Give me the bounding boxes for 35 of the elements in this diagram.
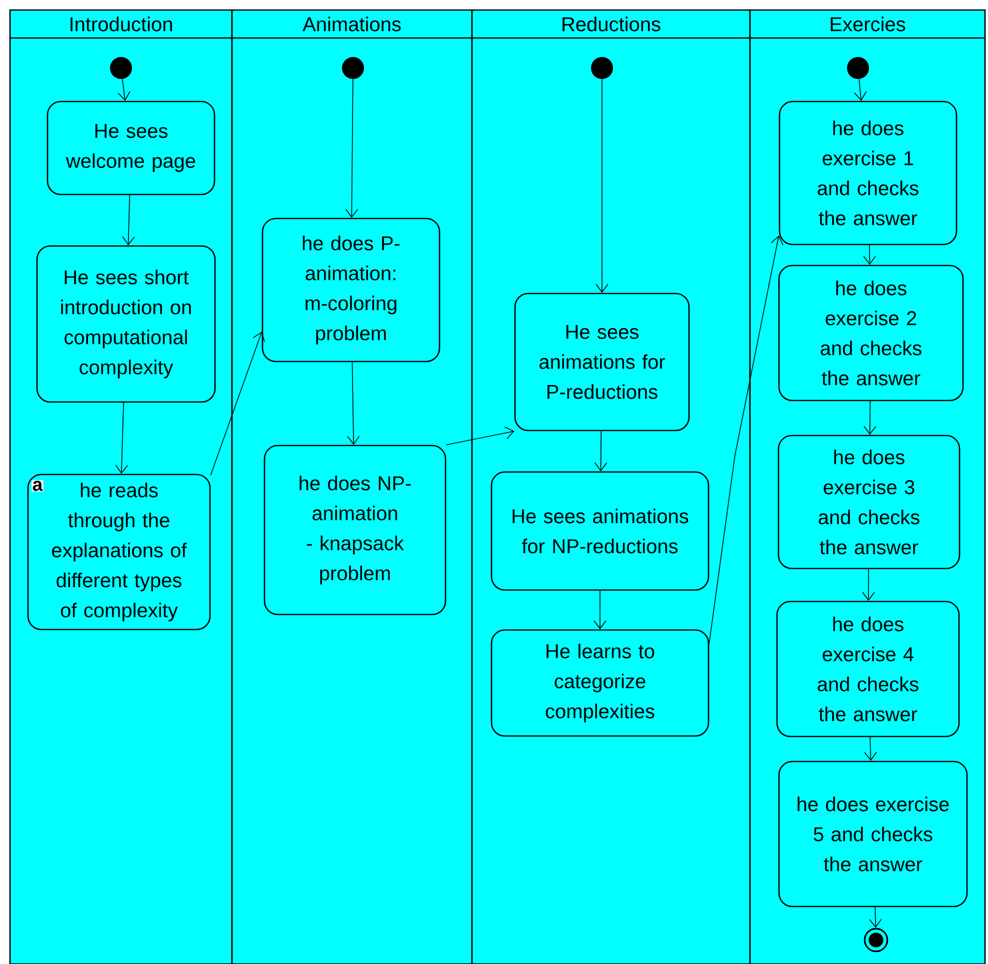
activity-box: He sees animations for NP-reductions — [490, 471, 710, 591]
activity-box: He learns to categorize complexities — [490, 629, 710, 737]
arrow — [862, 568, 875, 601]
activity-box: he does exercise 3 and checks the answer — [778, 434, 960, 570]
activity-box: he does P-animation: m-coloring problem — [262, 218, 440, 362]
activity-box: he does exercise 5 and checks the answer — [778, 760, 968, 908]
arrow — [446, 426, 514, 446]
activity-box: He sees animations for P-reductions — [514, 292, 690, 432]
start-node — [110, 57, 132, 79]
activity-box: He sees short introduction on computational complexity — [36, 245, 216, 403]
start-node — [847, 57, 870, 79]
arrow — [863, 244, 876, 265]
arrow — [210, 332, 265, 476]
start-node — [591, 57, 613, 79]
arrow — [118, 78, 130, 101]
activity-box: He sees welcome page — [46, 100, 216, 196]
end-node — [864, 928, 888, 952]
arrow — [854, 78, 867, 101]
arrow — [594, 430, 608, 472]
arrow — [594, 590, 606, 630]
start-node — [342, 57, 364, 79]
arrow — [708, 235, 784, 644]
arrow — [864, 400, 876, 435]
arrow — [347, 362, 360, 445]
activity-box: he does NP-animation - knapsack problem — [264, 444, 446, 616]
arrow — [122, 194, 135, 246]
arrow — [864, 736, 877, 761]
activity-box: he does exercise 2 and checks the answer — [778, 264, 964, 402]
activity-box: he does exercise 4 and checks the answer — [776, 600, 960, 738]
arrow — [115, 402, 128, 474]
activity-box: he does exercise 1 and checks the answer — [778, 100, 958, 246]
arrow — [869, 906, 882, 928]
arrow — [345, 78, 358, 218]
marker-tag: a — [32, 480, 44, 492]
arrow — [596, 78, 608, 293]
